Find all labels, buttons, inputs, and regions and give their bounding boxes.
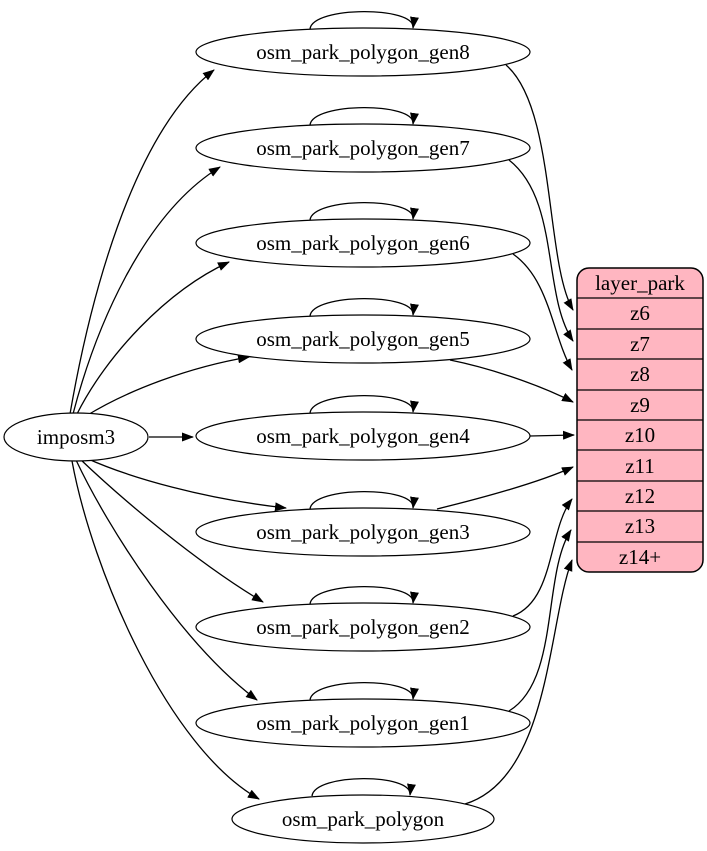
edge-imposm3-to-polygon (71, 460, 260, 800)
self-loop-gen8 (309, 11, 419, 30)
node-osm-park-polygon-gen8: osm_park_polygon_gen8 (195, 27, 531, 77)
edge-imposm3-to-gen1 (75, 459, 258, 701)
gen8-label: osm_park_polygon_gen8 (256, 40, 469, 64)
gen5-ellipse (195, 314, 531, 364)
row-z10: z10 (625, 423, 655, 447)
self-loop-gen2 (309, 586, 419, 605)
gen7-ellipse (195, 123, 531, 173)
gen4-ellipse (195, 411, 531, 461)
edge-gen2-to-z12 (512, 498, 573, 617)
edge-imposm3-to-gen7 (72, 166, 221, 415)
edge-gen6-to-z8 (512, 253, 573, 371)
imposm3-label: imposm3 (37, 425, 115, 449)
node-osm-park-polygon-gen1: osm_park_polygon_gen1 (195, 698, 531, 748)
node-osm-park-polygon-gen7: osm_park_polygon_gen7 (195, 123, 531, 173)
self-loop-polygon (311, 777, 416, 797)
gen8-ellipse (195, 27, 531, 77)
row-z9: z9 (630, 393, 650, 417)
edge-polygon-to-z14 (464, 559, 573, 805)
nodes-layer: imposm3 osm_park_polygon_gen8 osm_park_p… (3, 27, 531, 844)
edge-imposm3-to-gen5 (85, 354, 250, 417)
gen1-label: osm_park_polygon_gen1 (256, 711, 469, 735)
gen6-ellipse (195, 218, 531, 268)
edge-gen4-to-z10 (529, 430, 575, 440)
imposm3-ellipse (3, 412, 149, 462)
edge-imposm3-to-gen2 (79, 458, 264, 603)
gen2-label: osm_park_polygon_gen2 (256, 615, 469, 639)
self-loop-gen5 (309, 298, 419, 317)
edge-imposm3-to-gen3 (85, 457, 287, 512)
self-loop-gen4 (309, 395, 419, 414)
polygon-ellipse (231, 794, 495, 844)
row-z8: z8 (630, 362, 650, 386)
gen6-label: osm_park_polygon_gen6 (256, 231, 469, 255)
polygon-label: osm_park_polygon (282, 807, 445, 831)
edge-gen1-to-z13 (508, 529, 572, 712)
row-z6: z6 (630, 301, 650, 325)
edge-gen5-to-z9 (449, 359, 574, 403)
edge-gen7-to-z7 (508, 159, 574, 342)
node-osm-park-polygon-gen3: osm_park_polygon_gen3 (195, 507, 531, 557)
row-z13: z13 (625, 514, 655, 538)
edge-imposm3-to-gen8 (69, 69, 215, 415)
node-osm-park-polygon-gen5: osm_park_polygon_gen5 (195, 314, 531, 364)
layer-park-header: layer_park (595, 271, 685, 295)
gen4-label: osm_park_polygon_gen4 (256, 424, 470, 448)
row-z14plus: z14+ (619, 545, 661, 569)
gen3-ellipse (195, 507, 531, 557)
layer-park-table: layer_park z6 z7 z8 z9 z10 z11 z12 z13 z… (576, 267, 704, 573)
self-loop-gen3 (309, 491, 419, 510)
edge-imposm3-to-gen6 (76, 261, 230, 415)
self-loop-gen6 (309, 202, 419, 221)
node-osm-park-polygon-gen6: osm_park_polygon_gen6 (195, 218, 531, 268)
gen2-ellipse (195, 602, 531, 652)
row-z11: z11 (625, 454, 655, 478)
node-osm-park-polygon: osm_park_polygon (231, 794, 495, 844)
gen7-label: osm_park_polygon_gen7 (256, 136, 469, 160)
self-loop-gen1 (309, 682, 419, 701)
gen3-label: osm_park_polygon_gen3 (256, 520, 469, 544)
row-z7: z7 (630, 332, 650, 356)
self-loop-gen7 (309, 107, 419, 126)
gen5-label: osm_park_polygon_gen5 (256, 327, 469, 351)
gen1-ellipse (195, 698, 531, 748)
edges-layer (69, 11, 575, 805)
node-osm-park-polygon-gen4: osm_park_polygon_gen4 (195, 411, 531, 461)
edge-gen3-to-z11 (436, 466, 574, 510)
edge-gen8-to-z6 (505, 64, 574, 311)
row-z12: z12 (625, 484, 655, 508)
node-imposm3: imposm3 (3, 412, 149, 462)
node-osm-park-polygon-gen2: osm_park_polygon_gen2 (195, 602, 531, 652)
